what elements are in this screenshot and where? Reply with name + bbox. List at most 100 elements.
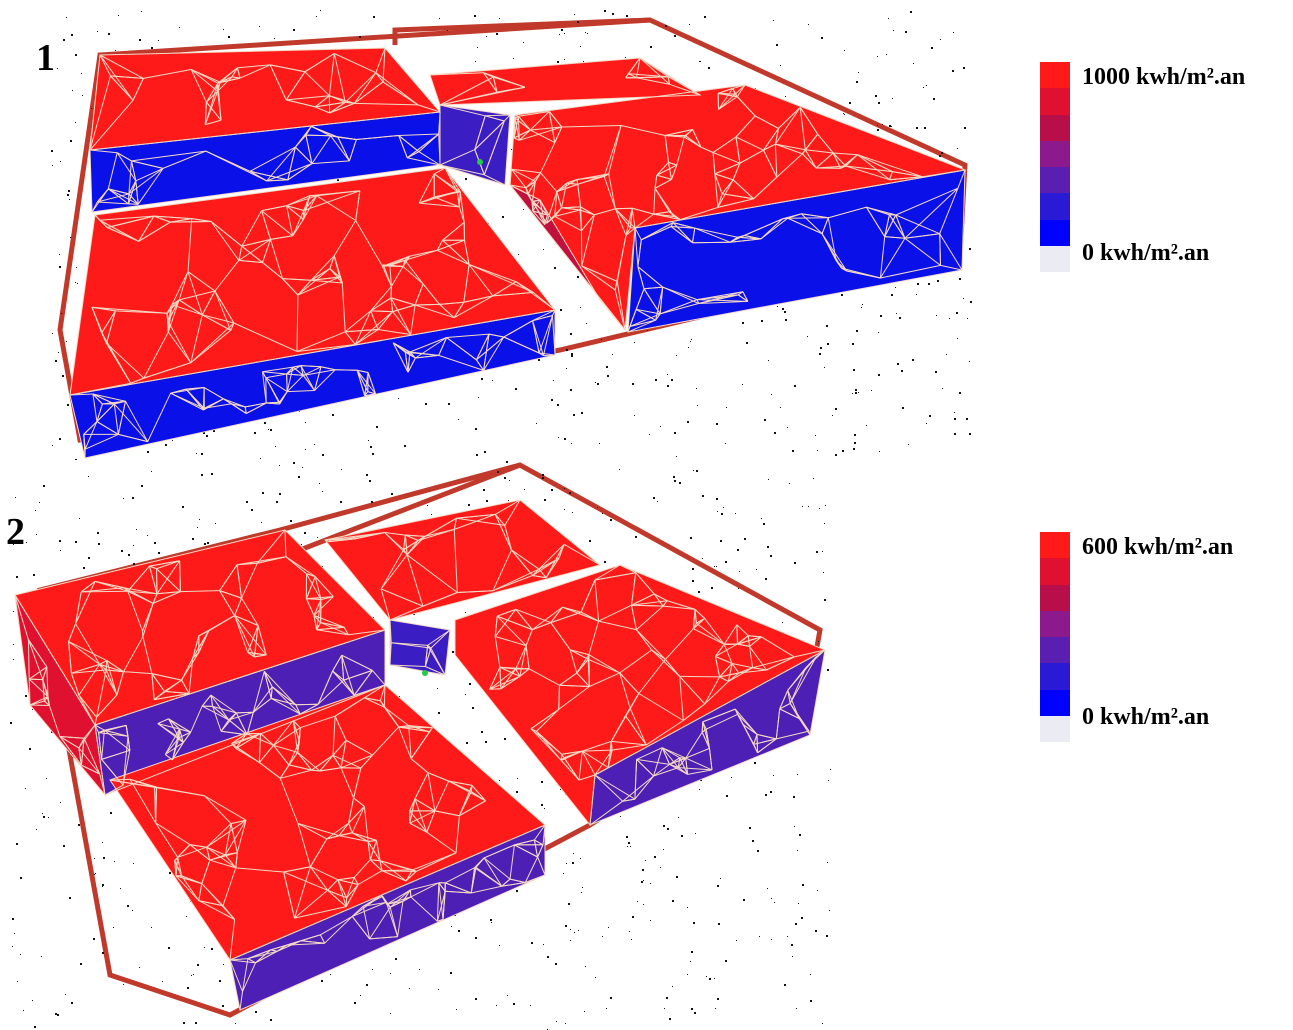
speck: [570, 929, 571, 930]
speck: [438, 989, 439, 990]
speck: [268, 429, 269, 430]
speck: [518, 254, 519, 255]
speck: [584, 1011, 585, 1012]
speck: [619, 469, 620, 470]
speck: [844, 50, 845, 51]
speck: [565, 925, 567, 927]
speck: [610, 519, 612, 521]
speck: [469, 683, 471, 685]
speck: [585, 32, 586, 33]
speck: [228, 36, 230, 38]
speck: [103, 857, 105, 859]
speck: [776, 44, 778, 46]
speck: [721, 513, 723, 515]
speck: [102, 884, 104, 886]
speck: [737, 549, 739, 551]
mesh-edge: [702, 722, 703, 732]
speck: [742, 322, 744, 324]
speck: [133, 563, 135, 565]
speck: [571, 353, 573, 355]
speck: [147, 535, 148, 536]
speck: [620, 816, 621, 817]
speck: [959, 278, 961, 280]
speck: [317, 537, 318, 538]
speck: [631, 939, 632, 940]
speck: [565, 1023, 566, 1024]
speck: [818, 641, 819, 642]
speck: [465, 612, 466, 613]
speck: [560, 789, 561, 790]
speck: [696, 388, 697, 389]
speck: [304, 532, 306, 534]
speck: [660, 867, 661, 868]
speck: [819, 508, 820, 509]
speck: [82, 95, 83, 96]
speck: [849, 102, 851, 104]
speck: [390, 1013, 391, 1014]
speck: [939, 155, 941, 157]
mesh-edge: [384, 685, 385, 707]
speck: [94, 858, 95, 859]
speck: [564, 509, 565, 510]
speck: [538, 359, 540, 361]
speck: [891, 126, 892, 127]
speck: [679, 482, 681, 484]
speck: [599, 443, 600, 444]
speck: [761, 320, 763, 322]
speck: [136, 529, 137, 530]
speck: [261, 522, 262, 523]
speck: [516, 791, 518, 793]
speck: [275, 446, 276, 447]
speck: [564, 488, 565, 489]
speck: [366, 984, 368, 986]
speck: [77, 283, 78, 284]
speck: [475, 61, 476, 62]
speck: [606, 366, 608, 368]
viewpoint-marker: [422, 670, 428, 676]
speck: [251, 509, 253, 511]
speck: [223, 964, 224, 965]
speck: [197, 527, 198, 528]
speck: [764, 419, 766, 421]
speck: [697, 405, 698, 406]
speck: [669, 1018, 671, 1020]
speck: [649, 434, 650, 435]
speck: [32, 1000, 33, 1001]
speck: [967, 318, 968, 319]
speck: [647, 330, 648, 331]
speck: [60, 161, 61, 162]
speck: [472, 707, 474, 709]
speck: [828, 780, 829, 781]
speck: [815, 435, 816, 436]
speck: [332, 414, 334, 416]
speck: [970, 301, 972, 303]
mesh-edge: [693, 242, 731, 243]
speck: [699, 789, 700, 790]
speck: [172, 440, 173, 441]
speck: [91, 108, 92, 109]
speck: [879, 451, 880, 452]
speck: [59, 540, 61, 542]
speck: [536, 423, 537, 424]
speck: [572, 862, 574, 864]
speck: [853, 448, 855, 450]
speck: [58, 352, 59, 353]
speck: [959, 392, 961, 394]
speck: [556, 1021, 557, 1022]
speck: [59, 438, 61, 440]
mesh-edge: [157, 569, 158, 594]
speck: [319, 483, 320, 484]
speck: [637, 901, 638, 902]
speck: [767, 546, 769, 548]
speck: [314, 444, 315, 445]
speck: [702, 558, 703, 559]
speck: [542, 474, 544, 476]
speck: [478, 397, 479, 398]
legend-color-step: [1040, 611, 1070, 637]
speck: [808, 506, 809, 507]
mesh-edge: [561, 754, 562, 760]
legend-color-step: [1040, 115, 1070, 141]
legend-color-step: [1040, 716, 1070, 742]
speck: [789, 483, 790, 484]
speck: [650, 920, 651, 921]
